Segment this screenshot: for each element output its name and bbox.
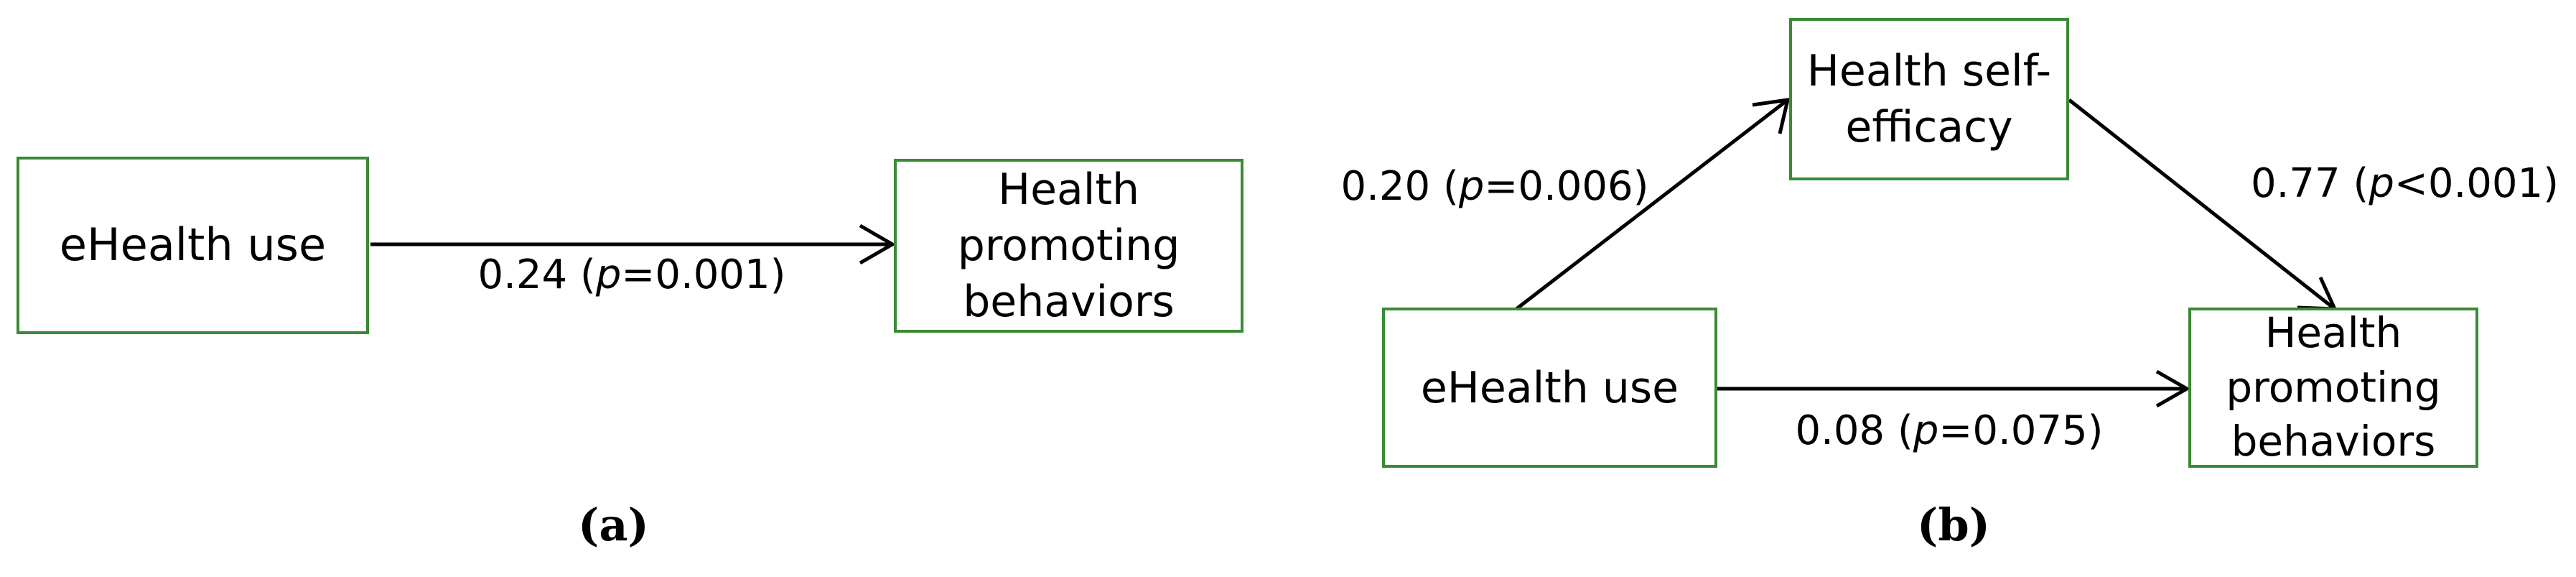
edge-label-coefficient: 0.20 ( (1340, 163, 1459, 210)
edge-label-self-efficacy-to-behaviors: 0.77 (p<0.001) (2251, 164, 2574, 204)
edge-label-coefficient: 0.77 ( (2251, 160, 2369, 207)
node-ehealth-use-a: eHealth use (17, 157, 369, 334)
panel-caption-a: (a) (578, 499, 649, 551)
edge-label-coefficient: 0.08 ( (1795, 407, 1913, 454)
edge-label-p-symbol: p (1458, 163, 1485, 210)
edge-label-p-value: <0.001) (2394, 160, 2559, 207)
edge-label-p-symbol: p (1913, 407, 1939, 454)
edge-label-p-value: =0.075) (1938, 407, 2104, 454)
edge-label-ehealth-to-behaviors-a: 0.24 (p=0.001) (459, 255, 804, 295)
edge-label-p-value: =0.001) (621, 251, 786, 298)
panel-caption-b: (b) (1917, 499, 1991, 551)
edge-label-coefficient: 0.24 ( (477, 251, 596, 298)
node-label: eHealth use (59, 218, 327, 272)
panel-a: eHealth use Health promoting behaviors 0… (0, 0, 1285, 577)
node-label: Health promoting behaviors (957, 165, 1180, 327)
node-label: Health self- efficacy (1806, 46, 2052, 152)
node-label: eHealth use (1420, 362, 1679, 413)
arrow-ehealth-to-behaviors-b (1717, 371, 2187, 406)
node-label: Health promoting behaviors (2226, 308, 2441, 466)
node-ehealth-use-b: eHealth use (1382, 308, 1717, 468)
node-health-self-efficacy-b: Health self- efficacy (1789, 18, 2069, 180)
node-health-promoting-behaviors-b: Health promoting behaviors (2188, 308, 2478, 468)
edge-label-ehealth-to-self-efficacy: 0.20 (p=0.006) (1337, 167, 1653, 207)
panel-b: Health self- efficacy eHealth use Health… (1285, 0, 2576, 577)
node-health-promoting-behaviors-a: Health promoting behaviors (894, 159, 1243, 333)
edge-label-p-symbol: p (2369, 160, 2394, 207)
edge-label-p-symbol: p (595, 251, 622, 298)
edge-label-ehealth-to-behaviors-b: 0.08 (p=0.075) (1781, 411, 2118, 451)
edge-label-p-value: =0.006) (1484, 163, 1649, 210)
